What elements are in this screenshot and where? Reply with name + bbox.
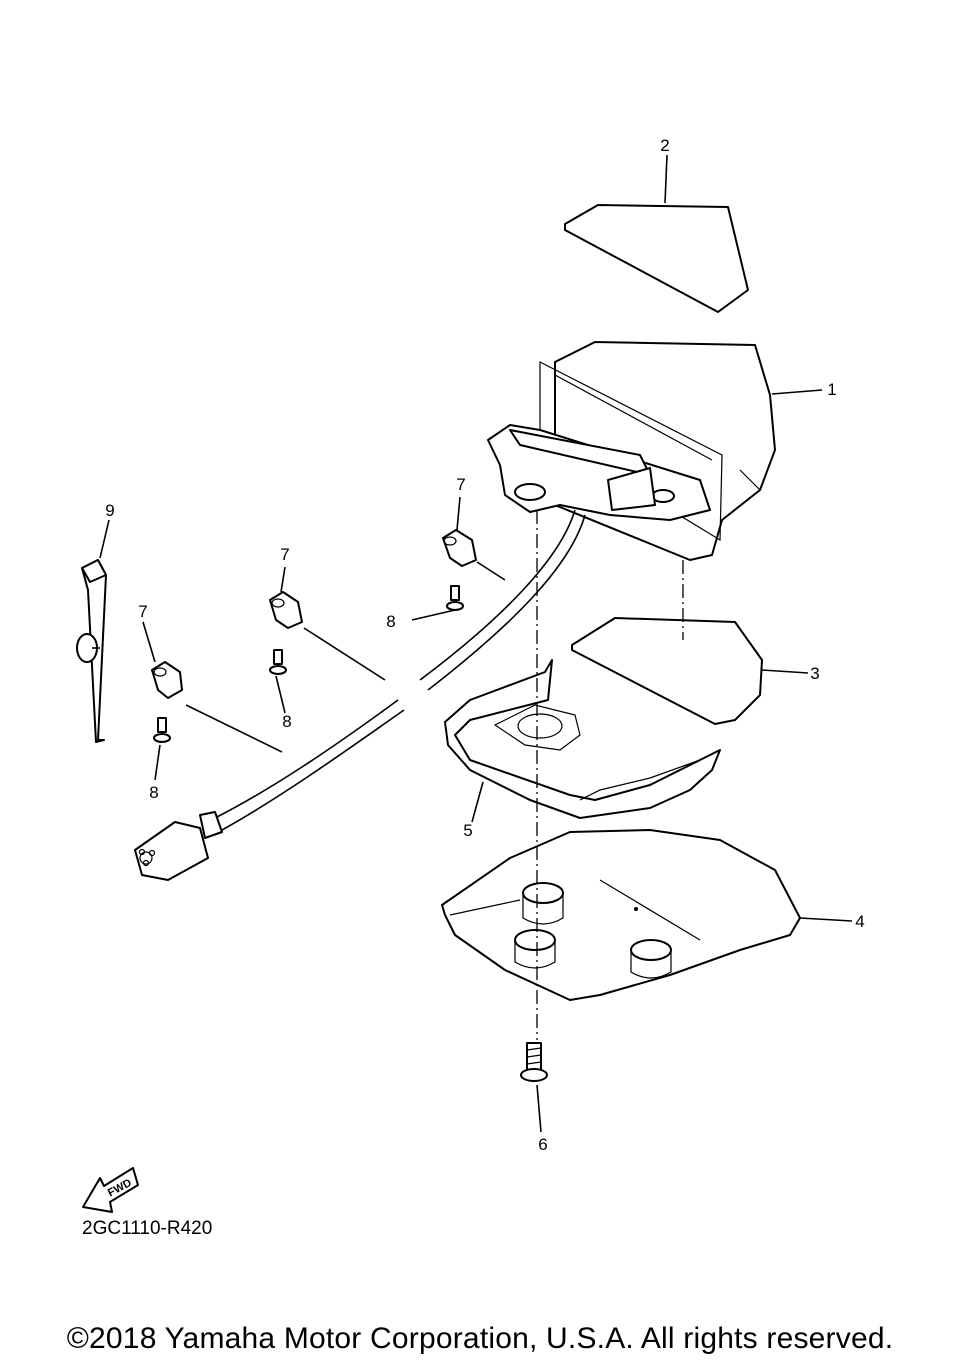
- drawing-code: 2GC1110-R420: [82, 1218, 213, 1239]
- callout-3: 3: [810, 664, 819, 683]
- callout-1: 1: [827, 380, 836, 399]
- part-1-tail-light: [419, 341, 776, 691]
- part-5-bracket: [444, 659, 721, 819]
- part-8-screw-b: [269, 649, 287, 675]
- leader-lines: [99, 154, 853, 1133]
- wire-harness: [134, 699, 405, 881]
- part-7-clamp-a: [151, 661, 183, 699]
- callout-5: 5: [463, 821, 472, 840]
- callout-7-middle: 7: [280, 545, 289, 564]
- fwd-arrow-icon: FWD: [82, 1167, 139, 1213]
- callout-9: 9: [105, 501, 114, 520]
- part-8-screw-a: [153, 717, 171, 743]
- part-8-screw-c: [446, 585, 464, 611]
- callout-4: 4: [855, 912, 864, 931]
- callout-8-middle: 8: [282, 712, 291, 731]
- copyright-notice: ©2018 Yamaha Motor Corporation, U.S.A. A…: [66, 1322, 894, 1355]
- part-6-screw: [520, 1042, 548, 1082]
- callout-2: 2: [660, 136, 669, 155]
- part-9-cable-tie: [76, 559, 107, 743]
- part-7-clamp-b: [269, 591, 303, 629]
- callout-8-right: 8: [386, 612, 395, 631]
- part-4-base: [441, 829, 801, 1001]
- callout-6: 6: [538, 1135, 547, 1154]
- part-2-pad: [564, 204, 749, 313]
- callout-8-left: 8: [149, 783, 158, 802]
- part-7-clamp-c: [442, 529, 477, 567]
- part-3-gasket: [571, 617, 763, 725]
- callout-7-right: 7: [456, 475, 465, 494]
- callout-7-left: 7: [138, 602, 147, 621]
